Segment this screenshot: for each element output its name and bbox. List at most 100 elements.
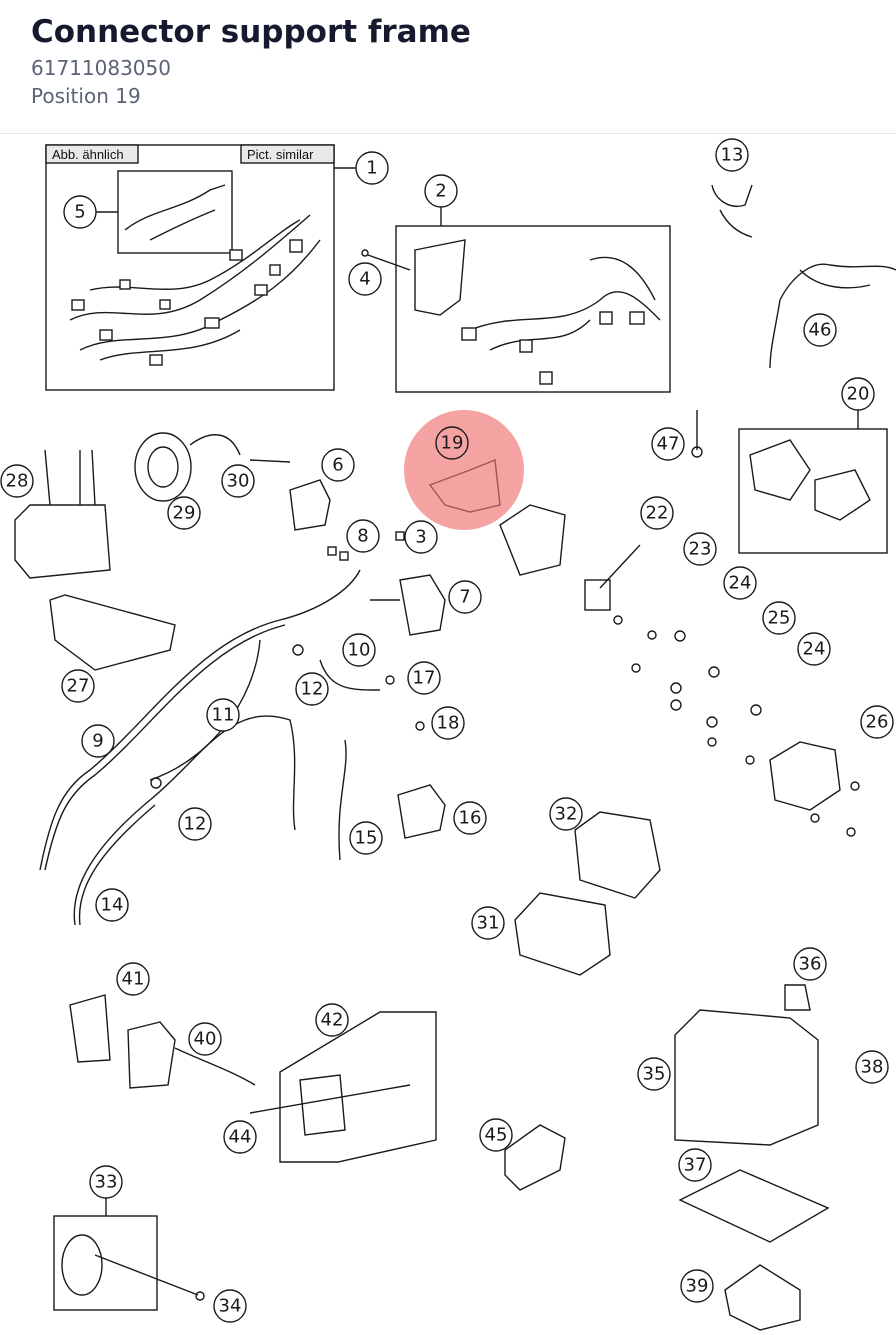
callout-number: 37 (684, 1155, 707, 1176)
callout-number: 40 (194, 1029, 217, 1050)
callout-5[interactable]: 5 (63, 195, 97, 229)
callout-circle (479, 1118, 513, 1152)
callout-circle (116, 962, 150, 996)
tag-box-en (240, 144, 335, 164)
callout-circle (188, 1022, 222, 1056)
callout-7[interactable]: 7 (448, 580, 482, 614)
callout-25[interactable]: 25 (762, 601, 796, 635)
callout-circle (471, 906, 505, 940)
callout-circle (61, 669, 95, 703)
callout-28[interactable]: 28 (0, 464, 34, 498)
callout-38[interactable]: 38 (855, 1050, 889, 1084)
callout-circle (680, 1269, 714, 1303)
callout-circle (81, 724, 115, 758)
callout-number: 1 (366, 158, 377, 179)
callout-23[interactable]: 23 (683, 532, 717, 566)
callout-20[interactable]: 20 (841, 377, 875, 411)
callout-34[interactable]: 34 (213, 1289, 247, 1323)
callout-number: 30 (227, 471, 250, 492)
callout-27[interactable]: 27 (61, 669, 95, 703)
callout-44[interactable]: 44 (223, 1120, 257, 1154)
callout-37[interactable]: 37 (678, 1148, 712, 1182)
callout-number: 33 (95, 1172, 118, 1193)
callout-46[interactable]: 46 (803, 313, 837, 347)
callout-circle (346, 519, 380, 553)
fuse-box-part (14, 504, 111, 579)
callout-circle (0, 464, 34, 498)
part-header: Connector support frame 61711083050 Posi… (0, 0, 896, 134)
callout-12[interactable]: 12 (178, 807, 212, 841)
callout-19[interactable]: 19 (435, 426, 469, 460)
callout-circle (407, 661, 441, 695)
callout-number: 19 (441, 433, 464, 454)
callout-13[interactable]: 13 (715, 138, 749, 172)
callout-14[interactable]: 14 (95, 888, 129, 922)
main-harness (69, 214, 311, 321)
callout-36[interactable]: 36 (793, 947, 827, 981)
callout-number: 28 (6, 471, 29, 492)
callout-10[interactable]: 10 (342, 633, 376, 667)
callout-18[interactable]: 18 (431, 706, 465, 740)
callout-17[interactable]: 17 (407, 661, 441, 695)
callout-29[interactable]: 29 (167, 496, 201, 530)
callout-number: 29 (173, 503, 196, 524)
callout-number: 27 (67, 676, 90, 697)
callout-8[interactable]: 8 (346, 519, 380, 553)
callout-24[interactable]: 24 (723, 566, 757, 600)
callout-6[interactable]: 6 (321, 448, 355, 482)
part-position: Position 19 (31, 84, 141, 108)
callout-circle (89, 1165, 123, 1199)
callout-number: 45 (485, 1125, 508, 1146)
callout-number: 47 (657, 434, 680, 455)
relay-box (738, 428, 888, 554)
callout-15[interactable]: 15 (349, 821, 383, 855)
callout-45[interactable]: 45 (479, 1118, 513, 1152)
callout-number: 32 (555, 804, 578, 825)
callout-number: 34 (219, 1296, 242, 1317)
callout-32[interactable]: 32 (549, 797, 583, 831)
callout-30[interactable]: 30 (221, 464, 255, 498)
callout-4[interactable]: 4 (348, 262, 382, 296)
callout-circle (793, 947, 827, 981)
callout-2[interactable]: 2 (424, 174, 458, 208)
tag-pict-similar: Pict. similar (247, 147, 314, 162)
callout-9[interactable]: 9 (81, 724, 115, 758)
callout-16[interactable]: 16 (453, 801, 487, 835)
callout-number: 14 (101, 895, 124, 916)
callout-1[interactable]: 1 (355, 151, 389, 185)
callout-number: 8 (357, 526, 368, 547)
callout-31[interactable]: 31 (471, 906, 505, 940)
callout-3[interactable]: 3 (404, 520, 438, 554)
callout-number: 13 (721, 145, 744, 166)
callout-circle (355, 151, 389, 185)
callout-circle (167, 496, 201, 530)
callout-11[interactable]: 11 (206, 698, 240, 732)
battery (674, 1009, 819, 1146)
callout-number: 24 (803, 639, 826, 660)
callout-circle (321, 448, 355, 482)
callout-47[interactable]: 47 (651, 427, 685, 461)
selected-part-highlight (404, 410, 524, 530)
callout-26[interactable]: 26 (860, 705, 894, 739)
harness-bracket (414, 239, 466, 316)
callout-circle (678, 1148, 712, 1182)
callout-40[interactable]: 40 (188, 1022, 222, 1056)
callout-35[interactable]: 35 (637, 1057, 671, 1091)
callout-12[interactable]: 12 (295, 672, 329, 706)
callout-circle (762, 601, 796, 635)
callout-39[interactable]: 39 (680, 1269, 714, 1303)
callout-circle (424, 174, 458, 208)
callout-circle (223, 1120, 257, 1154)
callout-circle (453, 801, 487, 835)
callout-22[interactable]: 22 (640, 496, 674, 530)
callout-circle (213, 1289, 247, 1323)
engine-harness-box (395, 225, 671, 393)
callout-circle (683, 532, 717, 566)
callout-42[interactable]: 42 (315, 1003, 349, 1037)
callout-33[interactable]: 33 (89, 1165, 123, 1199)
callout-circle (841, 377, 875, 411)
callout-41[interactable]: 41 (116, 962, 150, 996)
exploded-parts-diagram: Abb. ähnlich Pict. similar 1234567891011… (0, 138, 896, 1331)
callout-number: 15 (355, 828, 378, 849)
callout-24[interactable]: 24 (797, 632, 831, 666)
